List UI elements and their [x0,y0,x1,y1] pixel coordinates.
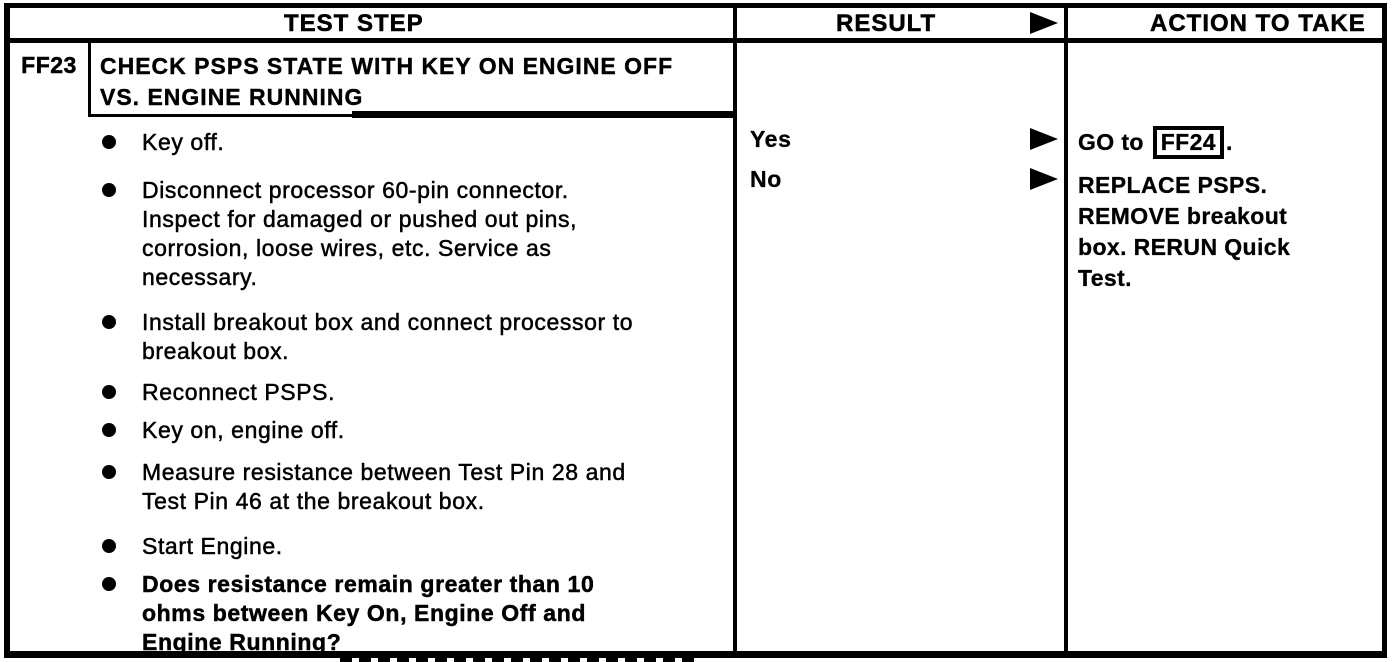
action-line: Test. [1078,265,1132,291]
action-line: REPLACE PSPS. [1078,172,1268,198]
test-step-title-line: CHECK PSPS STATE WITH KEY ON ENGINE OFF [100,53,674,79]
result-header-arrow-icon [1030,12,1058,34]
step-id-cell-divider [88,43,91,117]
bullet-icon [102,423,116,437]
bullet-line: Key on, engine off. [142,417,345,444]
column-divider-test-result [733,3,737,658]
procedure-bullet: Measure resistance between Test Pin 28 a… [102,458,626,516]
bullet-line: Disconnect processor 60-pin connector. [142,177,569,204]
step-title-underline-thick [352,111,737,118]
action-line: box. RERUN Quick [1078,234,1291,260]
bullet-line: Engine Running? [142,629,342,656]
bullet-line: Inspect for damaged or pushed out pins, [142,206,578,233]
bullet-line: Start Engine. [142,533,283,560]
procedure-bullet: Key on, engine off. [102,416,345,445]
action-go-to-text: GO to [1078,129,1144,155]
step-reference-box: FF24 [1152,126,1224,159]
action-for-yes: GO to FF24. [1078,126,1233,159]
bullet-line: corrosion, loose wires, etc. Service as [142,235,552,262]
result-yes-label: Yes [750,126,792,152]
table-outer-border [4,3,1387,658]
bullet-icon [102,315,116,329]
column-header-action-to-take: ACTION TO TAKE [1150,10,1366,38]
result-no-arrow-icon [1030,168,1058,190]
bullet-icon [102,385,116,399]
header-row-divider [4,38,1387,43]
procedure-bullet: Key off. [102,128,224,157]
result-yes-arrow-icon [1030,128,1058,150]
column-header-test-step: TEST STEP [284,10,424,38]
bullet-icon [102,465,116,479]
bullet-line: Measure resistance between Test Pin 28 a… [142,459,626,486]
bullet-icon [102,577,116,591]
procedure-bullet: Start Engine. [102,532,283,561]
test-step-title-line: VS. ENGINE RUNNING [100,84,364,110]
test-step-id: FF23 [21,52,77,79]
procedure-bullet: Install breakout box and connect process… [102,308,633,366]
bullet-icon [102,135,116,149]
scan-artifact [340,657,700,662]
bullet-icon [102,539,116,553]
bullet-line: Reconnect PSPS. [142,379,336,406]
bullet-line: Key off. [142,129,225,156]
action-period: . [1225,129,1233,155]
bullet-line: Test Pin 46 at the breakout box. [142,488,485,515]
column-divider-result-action [1064,3,1068,658]
procedure-bullet: Reconnect PSPS. [102,378,335,407]
bullet-line: Install breakout box and connect process… [142,309,634,336]
action-line: REMOVE breakout [1078,203,1288,229]
procedure-bullet: Disconnect processor 60-pin connector. I… [102,176,577,292]
bullet-line: ohms between Key On, Engine Off and [142,600,586,627]
column-header-result: RESULT [836,10,937,38]
result-no-label: No [750,166,782,192]
action-for-no: REPLACE PSPS. REMOVE breakout box. RERUN… [1078,170,1290,294]
bullet-icon [102,183,116,197]
procedure-question-bullet: Does resistance remain greater than 10 o… [102,570,594,657]
bullet-line: necessary. [142,264,258,291]
bullet-line: Does resistance remain greater than 10 [142,571,595,598]
test-step-title: CHECK PSPS STATE WITH KEY ON ENGINE OFF … [100,51,673,113]
bullet-line: breakout box. [142,338,290,365]
